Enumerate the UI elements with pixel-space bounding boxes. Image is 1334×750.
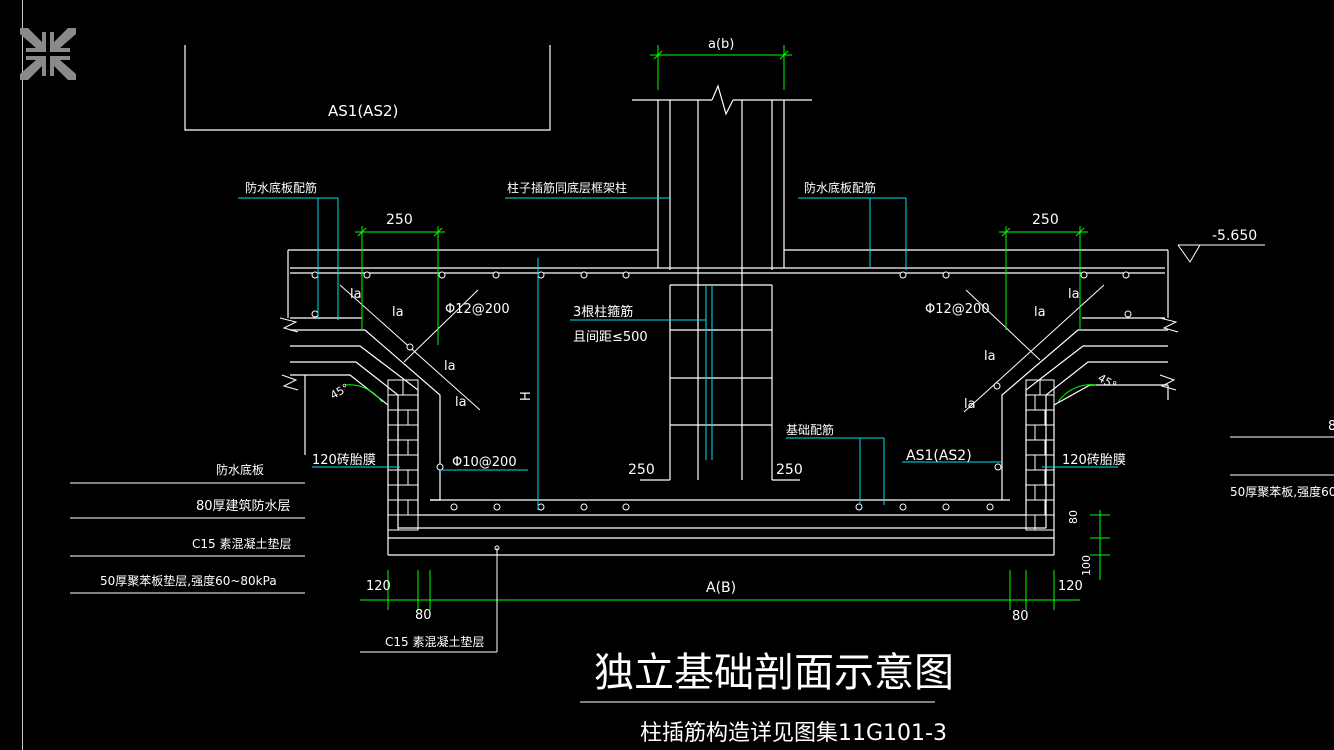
la-label: la	[1068, 287, 1080, 302]
dim-250-right: 250	[1032, 212, 1059, 228]
c15-label: C15 素混凝土垫层	[385, 634, 484, 649]
angle-right: 45°	[1095, 371, 1118, 392]
stirrup-note-1: 3根柱箍筋	[573, 304, 633, 320]
dim-80-left: 80	[415, 608, 432, 623]
dim-250-left: 250	[386, 212, 413, 228]
la-label: la	[392, 305, 404, 320]
elevation-marker	[1177, 244, 1265, 263]
legend-lines	[70, 436, 1334, 703]
height-H: H	[519, 391, 534, 401]
dim-column-width	[650, 45, 792, 90]
la-label: la	[964, 397, 976, 412]
rebar-dots	[311, 271, 1132, 551]
la-label: la	[444, 359, 456, 374]
dim-80-right: 80	[1012, 609, 1029, 624]
column	[632, 84, 812, 481]
dim-80-vertical: 80	[1067, 510, 1080, 524]
break-marks	[279, 317, 1179, 391]
la-label: la	[455, 395, 467, 410]
label-col-dowel: 柱子插筋同底层框架柱	[507, 180, 627, 195]
viewport-left-edge	[22, 0, 23, 750]
label-wp-rebar-left: 防水底板配筋	[245, 180, 317, 195]
la-label: la	[984, 349, 996, 364]
exit-fullscreen-button[interactable]	[16, 24, 80, 84]
la-label: la	[350, 287, 362, 302]
legend-right-partial-2: 50厚聚苯板,强度60~	[1230, 484, 1334, 499]
angle-left: 45°	[328, 381, 351, 402]
legend-c15: C15 素混凝土垫层	[192, 536, 291, 551]
label-wp-rebar-right: 防水底板配筋	[804, 180, 876, 195]
drawing-title: 独立基础剖面示意图	[594, 650, 954, 696]
rebar-12-right: Φ12@200	[925, 302, 990, 317]
legend-waterproof: 80厚建筑防水层	[196, 498, 291, 514]
rebar-10-label: Φ10@200	[452, 455, 517, 470]
dim-100-vertical: 100	[1080, 555, 1093, 576]
brick-label-right: 120砖胎膜	[1062, 453, 1126, 468]
collapse-arrows-icon	[20, 28, 76, 80]
la-label: la	[1034, 305, 1046, 320]
drawing-subtitle: 柱插筋构造详见图集11G101-3	[640, 721, 947, 746]
leader-lines	[238, 197, 1118, 510]
dim-250-b: 250	[776, 462, 803, 478]
legend-slab: 防水底板	[216, 462, 264, 477]
found-rebar-label: 基础配筋	[786, 422, 834, 437]
brick-label-left: 120砖胎膜	[312, 453, 376, 468]
waterproof-slab	[287, 249, 1169, 556]
dimension-lines	[344, 226, 1110, 610]
dim-120-left: 120	[366, 579, 391, 594]
dim-column-label: a(b)	[708, 37, 734, 52]
brick-wall-right	[1025, 379, 1055, 531]
legend-right-partial-1: 8	[1328, 419, 1334, 434]
anchorage-bars	[339, 284, 1105, 413]
brick-wall-left	[387, 379, 419, 531]
dim-120-right: 120	[1058, 579, 1083, 594]
as-bottom-label: AS1(AS2)	[906, 448, 972, 464]
top-box-label: AS1(AS2)	[328, 102, 398, 120]
legend-eps: 50厚聚苯板垫层,强度60~80kPa	[100, 573, 277, 588]
top-reinforcement-box	[184, 45, 551, 131]
dim-250-a: 250	[628, 462, 655, 478]
stirrup-note-2: 且间距≤500	[573, 330, 648, 345]
rebar-12-left: Φ12@200	[445, 302, 510, 317]
elevation-label: -5.650	[1212, 228, 1257, 244]
dim-AB: A(B)	[706, 580, 736, 596]
